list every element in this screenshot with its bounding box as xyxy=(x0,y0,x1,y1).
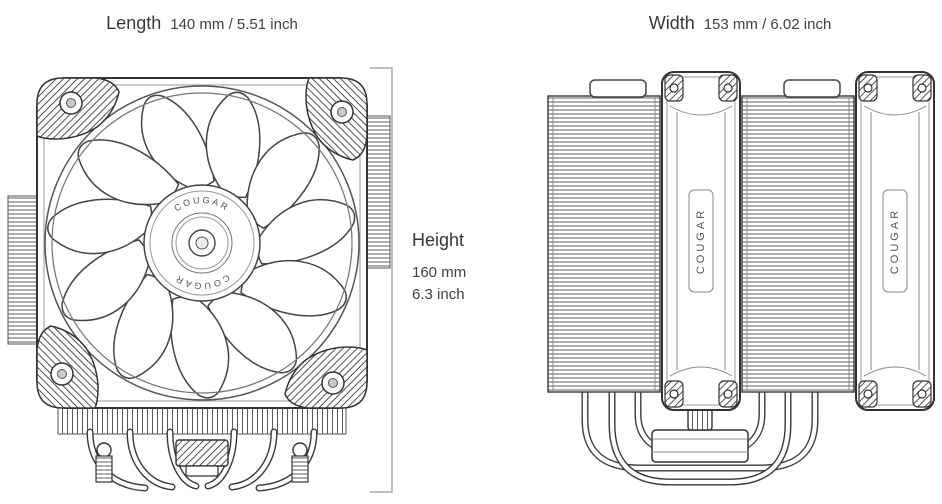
length-title: Length xyxy=(106,13,162,33)
tension-screw xyxy=(687,408,713,431)
width-value: 153 mm / 6.02 inch xyxy=(703,16,832,33)
height-title: Height xyxy=(412,230,465,250)
mounting-screw-left xyxy=(95,442,113,483)
length-label: Length 140 mm / 5.51 inch xyxy=(0,13,404,34)
mounting-screw-right xyxy=(291,442,309,483)
height-label: Height 160 mm 6.3 inch xyxy=(412,230,466,308)
heatsink-fins-left xyxy=(7,195,39,345)
cooler-front-view: COUGAR COUGAR xyxy=(7,77,391,492)
height-dimension-bracket xyxy=(370,67,393,493)
heatsink-fins-right xyxy=(365,115,391,269)
width-title: Width xyxy=(648,13,695,33)
fin-tower-2 xyxy=(741,79,855,393)
width-label: Width 153 mm / 6.02 inch xyxy=(545,13,935,34)
length-value: 140 mm / 5.51 inch xyxy=(170,16,298,33)
height-value-imperial: 6.3 inch xyxy=(412,286,465,303)
cooler-side-view xyxy=(547,71,935,486)
base-block-front xyxy=(175,439,229,477)
side-fan-2 xyxy=(855,71,935,411)
base-block-side xyxy=(651,408,749,463)
side-fan-1 xyxy=(661,71,741,411)
height-value-metric: 160 mm xyxy=(412,264,467,281)
fan-hub: COUGAR COUGAR xyxy=(143,184,261,302)
fin-tower-1 xyxy=(547,79,661,393)
